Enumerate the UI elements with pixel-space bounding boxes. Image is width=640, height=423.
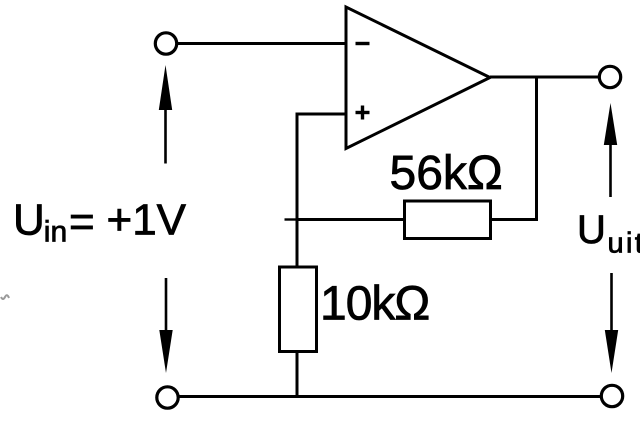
- svg-text:=: =: [69, 198, 95, 247]
- svg-text:in: in: [44, 216, 67, 249]
- svg-text:10kΩ: 10kΩ: [320, 278, 429, 331]
- svg-text:U: U: [13, 196, 45, 245]
- svg-text:56kΩ: 56kΩ: [390, 147, 503, 200]
- svg-text:uit: uit: [608, 228, 640, 260]
- svg-text:U: U: [577, 208, 606, 252]
- svg-text:+1V: +1V: [107, 196, 187, 245]
